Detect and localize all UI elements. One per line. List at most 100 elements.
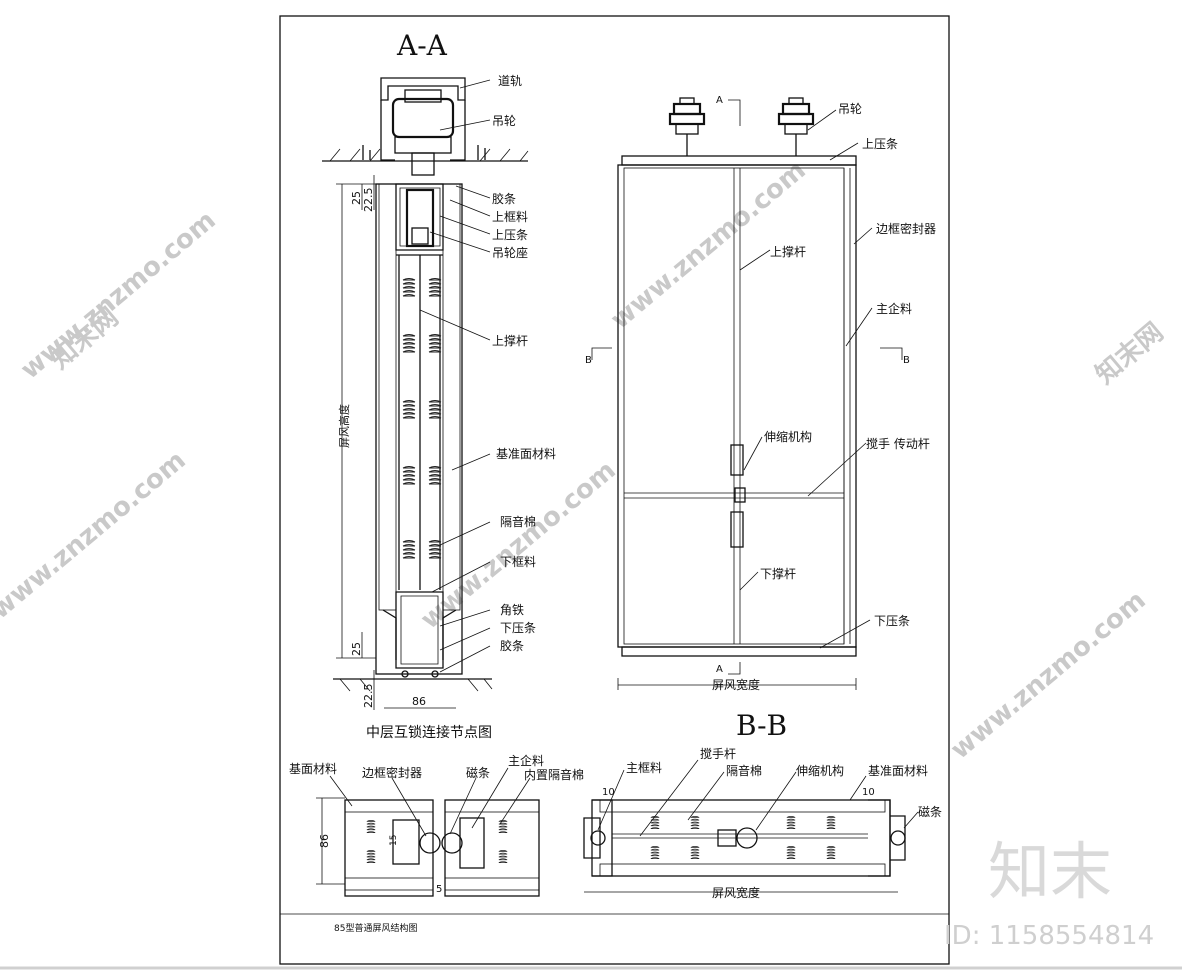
elevation-leaders — [739, 109, 873, 649]
insulation-coil — [402, 466, 416, 485]
insulation-coil — [402, 278, 416, 297]
bb-right-frame — [868, 799, 906, 877]
watermark-text: www.znzmo.com — [0, 445, 192, 625]
bb-label-insulation: 隔音棉 — [726, 763, 762, 778]
detail-label-magnet: 磁条 — [466, 765, 490, 780]
sheet-caption: 85型普通屏风结构图 — [334, 922, 417, 934]
insulation-coil — [428, 540, 442, 559]
wheel-stem — [411, 152, 435, 176]
interlock-detail: 86 15 5 基面材料 边框密封器 磁条 主企料 内置隔音棉 — [289, 753, 584, 897]
section-bb: B-B 屏风宽度 10 10 — [583, 709, 942, 900]
bottom-gasket — [431, 670, 439, 678]
elev-label-lower-strut: 下撑杆 — [760, 566, 796, 581]
bb-left-frame — [583, 799, 613, 877]
detail-coil — [366, 820, 376, 834]
elev-label-bottom-strip: 下压条 — [874, 614, 910, 628]
elev-label-main-profile: 主企料 — [876, 301, 912, 316]
bb-coil — [786, 846, 796, 860]
detail-coil — [498, 850, 508, 864]
detail-magnet — [441, 832, 463, 854]
face-material-left — [378, 183, 397, 611]
detail-left-face-bottom — [344, 877, 434, 891]
detail-main-profile — [459, 817, 485, 869]
track-rail — [380, 77, 466, 101]
bb-dim-right: 10 — [862, 787, 875, 798]
bb-label-main-frame: 主框料 — [626, 761, 662, 775]
image-id: ID: 1158554814 — [944, 921, 1154, 951]
label-insulation: 隔音棉 — [500, 514, 536, 529]
label-bottom-frame: 下框料 — [500, 555, 536, 569]
hanging-wheel-left — [668, 97, 706, 156]
section-mark-b-right-line — [880, 347, 903, 360]
insulation-coil — [402, 540, 416, 559]
bb-label-telescopic: 伸缩机构 — [796, 763, 844, 778]
panel-frame — [617, 164, 857, 648]
bb-coil — [690, 846, 700, 860]
track-flanges — [362, 145, 486, 160]
detail-dim-height: 86 — [318, 834, 331, 848]
dim-top-b: 22.5 — [362, 188, 375, 213]
section-mark-a-top: A — [716, 95, 723, 106]
insulation-coil — [428, 466, 442, 485]
bb-magnet — [890, 830, 906, 846]
dim-bottom-a: 25 — [350, 642, 363, 656]
label-gasket-top: 胶条 — [492, 191, 516, 206]
watermark-logo: 知末网 — [1090, 317, 1169, 390]
bb-label-handle-rod: 搅手杆 — [700, 746, 736, 761]
section-mark-b-right: B — [903, 355, 910, 366]
top-pressure-strip — [621, 155, 857, 166]
section-mark-a-bottom-line — [728, 662, 741, 675]
interlock-subtitle: 中层互锁连接节点图 — [366, 724, 492, 741]
label-gasket-bottom: 胶条 — [500, 638, 524, 653]
elev-label-wheel: 吊轮 — [838, 102, 862, 116]
detail-label-main-profile: 主企料 — [508, 753, 544, 768]
insulation-coil — [428, 278, 442, 297]
top-frame-inner — [399, 187, 441, 247]
insulation-coil — [402, 400, 416, 419]
bottom-gasket — [401, 670, 409, 678]
detail-dim-gap: 15 — [389, 835, 399, 846]
label-wheel-seat: 吊轮座 — [492, 245, 528, 260]
wheel-seat — [405, 188, 435, 248]
section-aa: A-A — [322, 29, 556, 741]
detail-seal-body — [392, 819, 420, 865]
sheet-border — [279, 15, 950, 965]
elevation-width-label: 屏风宽度 — [712, 677, 760, 692]
section-mark-a-top-line — [728, 99, 741, 126]
hanging-wheel-right — [777, 97, 815, 156]
dim-top-a: 25 — [350, 191, 363, 205]
label-top-strip: 上压条 — [492, 228, 528, 242]
insulation-coil — [428, 400, 442, 419]
insulation-coil — [428, 334, 442, 353]
track-sides — [380, 100, 466, 161]
bb-label-magnet: 磁条 — [918, 804, 942, 819]
wheel-axle-block — [394, 136, 452, 154]
detail-dim-offset: 5 — [436, 884, 442, 895]
top-frame — [395, 183, 444, 251]
detail-label-edge-seal: 边框密封器 — [362, 765, 422, 780]
bb-width-label: 屏风宽度 — [712, 885, 760, 900]
label-face-material: 基准面材料 — [496, 447, 556, 461]
bb-coil — [650, 846, 660, 860]
elev-label-upper-strut: 上撑杆 — [770, 244, 806, 259]
elevation-view: A A B B 屏风宽度 吊轮 上压条 边框密封器 主企料 上撑杆 伸缩机构 — [585, 95, 936, 692]
detail-right-face-bottom — [444, 877, 540, 891]
detail-right-face-top — [444, 799, 540, 813]
floor-hatch — [339, 678, 493, 692]
bb-leaders — [597, 759, 919, 837]
bottom-frame-inner — [400, 595, 439, 665]
bb-coil — [690, 816, 700, 830]
detail-coil — [366, 850, 376, 864]
aa-leaders — [419, 79, 491, 673]
corner-iron — [382, 609, 457, 660]
label-track: 道轨 — [498, 74, 522, 88]
section-bb-title: B-B — [736, 709, 787, 742]
watermark-text: www.znzmo.com — [15, 205, 221, 385]
section-mark-b-left-line — [591, 347, 612, 360]
bb-telescopic-block — [717, 829, 737, 847]
detail-seal-left — [419, 832, 441, 854]
ceiling-hatch — [329, 148, 529, 162]
bb-coil — [650, 816, 660, 830]
label-upper-strut: 上撑杆 — [492, 333, 528, 348]
